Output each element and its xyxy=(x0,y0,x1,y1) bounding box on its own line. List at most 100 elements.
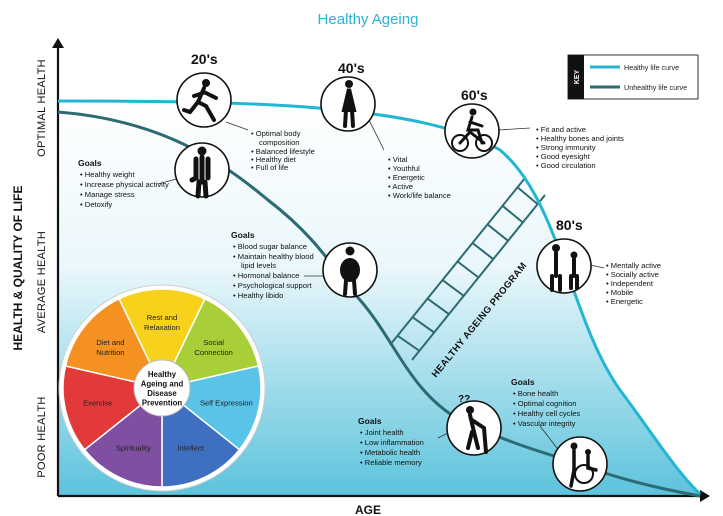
wheel-segment-2-label: Self Expression xyxy=(200,399,253,408)
goals-4-item-2: • Healthy cell cycles xyxy=(513,409,580,418)
list-forties-item-4: • Work/life balance xyxy=(388,191,451,200)
key-healthy-label: Healthy life curve xyxy=(624,63,679,72)
goals-2-title: Goals xyxy=(231,230,255,240)
wheel-segment-4-label: Spirituality xyxy=(116,443,151,452)
list-forties-item-1: • Youthful xyxy=(388,164,420,173)
level-poor: POOR HEALTH xyxy=(36,396,48,477)
x-axis-arrow xyxy=(700,490,710,502)
level-average: AVERAGE HEALTH xyxy=(36,231,48,333)
figure-cane: ?? xyxy=(437,394,502,456)
wheel-center-label: Ageing and xyxy=(141,379,184,388)
elderly-couple-icon xyxy=(550,251,579,292)
cyclist-icon xyxy=(458,115,486,145)
ladder-rung xyxy=(486,223,509,242)
list-twenties-item-3: • Healthy diet xyxy=(251,155,297,164)
figure-overweight xyxy=(304,242,378,298)
goals-4-title: Goals xyxy=(511,377,535,387)
goals-1-item-0: • Healthy weight xyxy=(80,170,135,179)
goals-1-title: Goals xyxy=(78,158,102,168)
goals-2-item-3: • Hormonal balance xyxy=(233,271,299,280)
overweight-person-icon xyxy=(343,278,357,296)
wheel-segment-3-label: Intellect xyxy=(178,443,205,452)
figure-cyclist xyxy=(444,103,531,159)
ladder-rung xyxy=(396,334,420,352)
running-person-icon xyxy=(182,86,218,122)
list-forties: • Vital • Youthful • Energetic • Active … xyxy=(388,155,451,200)
standing-woman-icon xyxy=(341,88,357,128)
list-forties-item-3: • Active xyxy=(388,182,413,191)
healthy-curve xyxy=(57,99,702,496)
runner-head xyxy=(202,79,210,87)
wheel-segment-0 xyxy=(118,288,206,390)
goals-2-item-5: • Healthy libido xyxy=(233,291,283,300)
list-eighties-item-0: • Mentally active xyxy=(606,261,661,270)
ladder-rung xyxy=(516,186,539,205)
list-forties-item-0: • Vital xyxy=(388,155,408,164)
goals-1-item-3: • Detoxify xyxy=(80,200,112,209)
wheelchair-icon xyxy=(569,448,598,488)
wheel-segment-4 xyxy=(83,386,163,488)
ladder-rung xyxy=(411,316,435,334)
y-axis-arrow xyxy=(52,38,64,48)
confused-mark: ?? xyxy=(458,394,470,405)
goals-2-item-1: • Maintain healthy blood xyxy=(233,252,314,261)
wheel-segment-6 xyxy=(64,297,164,390)
ladder-rung xyxy=(501,205,524,224)
list-sixties-item-0: • Fit and active xyxy=(536,125,586,134)
list-eighties-item-1: • Socially active xyxy=(606,270,659,279)
goals-4-item-1: • Optimal cognition xyxy=(513,399,576,408)
level-optimal: OPTIMAL HEALTH xyxy=(36,59,48,157)
wheel-segment-6-label: Diet and xyxy=(96,338,124,347)
list-sixties-item-1: • Healthy bones and joints xyxy=(536,134,624,143)
ladder-rung xyxy=(426,297,450,315)
goals-2-item-0: • Blood sugar balance xyxy=(233,242,307,251)
list-eighties-item-2: • Independent xyxy=(606,279,654,288)
goals-4-item-0: • Bone health xyxy=(513,389,558,398)
wheel-segment-3 xyxy=(161,386,241,488)
ladder-rung xyxy=(456,260,480,279)
list-eighties: • Mentally active • Socially active • In… xyxy=(606,261,661,306)
goals-2-item-4: • Psychological support xyxy=(233,281,313,290)
ladder-rung xyxy=(471,242,494,260)
list-forties-item-2: • Energetic xyxy=(388,173,425,182)
wheel-segment-5-label: Exercise xyxy=(83,399,112,408)
list-twenties-item-2: • Balanced lifestyle xyxy=(251,147,315,156)
x-axis-label: AGE xyxy=(355,503,381,516)
goals-4-item-3: • Vascular integrity xyxy=(513,419,576,428)
figure-man xyxy=(157,142,230,199)
wheel-segment-0-label: Relaxation xyxy=(144,323,180,332)
standing-man-icon xyxy=(189,154,211,199)
goals-1-item-1: • Increase physical activity xyxy=(80,180,169,189)
figure-runner xyxy=(176,72,249,131)
goals-3-item-0: • Joint health xyxy=(360,428,404,437)
person-with-cane-icon xyxy=(466,413,488,454)
wheel-segment-1-label: Connection xyxy=(194,348,232,357)
list-twenties-item-4: • Full of life xyxy=(251,163,288,172)
key-title: KEY xyxy=(574,69,581,84)
list-sixties-item-2: • Strong immunity xyxy=(536,143,596,152)
goals-block-2: Goals • Blood sugar balance • Maintain h… xyxy=(231,230,314,300)
diagram-title: Healthy Ageing xyxy=(318,11,419,28)
wheel-segment-1 xyxy=(160,297,260,390)
goals-3-item-1: • Low inflammation xyxy=(360,438,424,447)
goals-2-item-2: lipid levels xyxy=(241,261,276,270)
ladder-rung xyxy=(441,279,465,297)
list-twenties-item-1: composition xyxy=(259,138,300,147)
goals-3-title: Goals xyxy=(358,416,382,426)
goals-block-4: Goals • Bone health • Optimal cognition … xyxy=(511,377,580,428)
key-box: KEY Healthy life curve Unhealthy life cu… xyxy=(567,54,699,100)
list-twenties: • Optimal body composition • Balanced li… xyxy=(251,129,315,172)
list-twenties-item-0: • Optimal body xyxy=(251,129,301,138)
list-sixties-item-3: • Good eyesight xyxy=(536,152,591,161)
wheel-segment-1-label: Social xyxy=(203,338,224,347)
decade-80s: 80's xyxy=(556,217,583,233)
decade-60s: 60's xyxy=(461,87,488,103)
decade-40s: 40's xyxy=(338,60,365,76)
wheel-center-label: Healthy xyxy=(148,370,177,379)
wheel-center xyxy=(133,359,191,417)
program-ladder xyxy=(389,177,546,361)
wheel-segment-0-label: Rest and xyxy=(147,313,177,322)
goals-1-item-2: • Manage stress xyxy=(80,190,135,199)
